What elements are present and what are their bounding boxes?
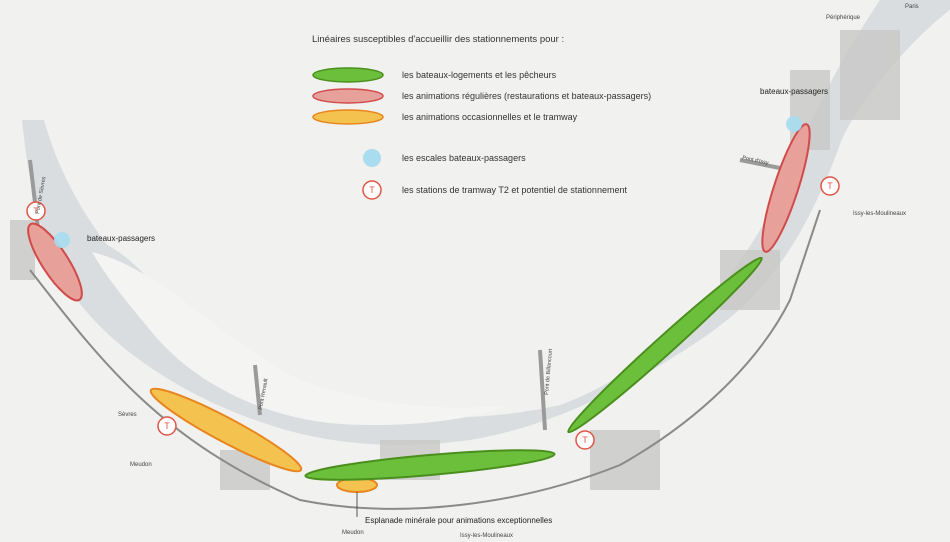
place-meudon-bottom: Meudon	[342, 530, 364, 536]
escale-issy-circle	[786, 116, 802, 132]
bridge-billancourt	[538, 349, 547, 431]
bridge-label-seguin: Pont Renault	[258, 378, 270, 411]
tram-station-symbol: T	[164, 421, 170, 431]
legend-label-bateaux-logements: les bateaux-logements et les pêcheurs	[402, 70, 557, 80]
bridge-seguin	[253, 364, 262, 416]
legend-tram-icon: T	[362, 180, 382, 200]
tram-station-symbol: T	[827, 181, 833, 191]
escale-sevres-circle	[54, 232, 70, 248]
legend-label-animations-occasionnelles: les animations occasionnelles et le tram…	[402, 112, 578, 122]
place-meudon-left: Meudon	[130, 462, 152, 468]
legend-label-tram-stations: les stations de tramway T2 et potentiel …	[402, 185, 627, 195]
tram-station-symbol: T	[582, 435, 588, 445]
rail-line	[29, 209, 821, 510]
place-issy-right: Issy-les-Moulineaux	[853, 211, 907, 217]
legend-yellow-swatch	[312, 109, 384, 125]
tram-station-meudon: T	[157, 416, 177, 436]
legend-red-swatch	[312, 88, 384, 104]
legend-blue-circle	[363, 149, 381, 167]
tram-station-symbol: T	[33, 206, 39, 216]
zone-green-right	[567, 256, 763, 434]
place-sevres: Sèvres	[118, 412, 137, 418]
place-issy-bottom: Issy-les-Moulineaux	[460, 533, 514, 539]
callout-esplanade: Esplanade minérale pour animations excep…	[365, 516, 553, 525]
legend-label-escales: les escales bateaux-passagers	[402, 153, 526, 163]
legend-tram-symbol: T	[369, 185, 375, 195]
zone-red-sevres	[27, 222, 83, 302]
tram-station-billancourt: T	[575, 430, 595, 450]
legend-title: Linéaires susceptibles d'accueillir des …	[312, 34, 565, 45]
zone-green-bottom	[304, 449, 556, 481]
zone-red-issy	[761, 123, 811, 253]
tram-station-issy: T	[820, 176, 840, 196]
bridge-label-billancourt: Pont de Billancourt	[544, 348, 554, 395]
callout-bateaux-passagers-right: bateaux-passagers	[760, 87, 829, 96]
legend-label-animations-regulieres: les animations régulières (restaurations…	[402, 91, 652, 101]
place-paris: Paris	[905, 4, 919, 10]
zone-yellow-meudon	[149, 387, 303, 473]
tram-station-sevres: T	[26, 201, 46, 221]
place-peripherique: Périphérique	[826, 15, 861, 21]
seine-river	[22, 0, 950, 445]
ile-seguin-island	[92, 252, 510, 426]
legend-green-swatch	[312, 67, 384, 83]
bridge-label-issy: Pont d'Issy	[742, 155, 770, 166]
callout-bateaux-passagers-left: bateaux-passagers	[87, 234, 156, 243]
